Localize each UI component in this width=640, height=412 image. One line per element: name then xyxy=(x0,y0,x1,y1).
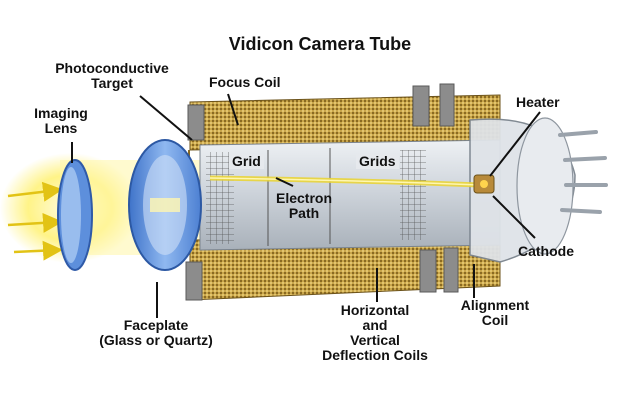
label-heater: Heater xyxy=(516,94,560,110)
faceplate xyxy=(128,139,202,271)
cathode-assembly xyxy=(473,174,495,194)
label-electron-path: Electron Path xyxy=(275,190,332,221)
label-alignment-coil: Alignment Coil xyxy=(460,297,530,328)
tube-body xyxy=(188,94,576,301)
label-faceplate: Faceplate (Glass or Quartz) xyxy=(99,317,213,348)
label-photoconductive-target: Photoconductive Target xyxy=(38,61,186,91)
imaging-lens xyxy=(57,159,93,271)
electron-path xyxy=(209,175,481,188)
label-text: Photoconductive Target xyxy=(55,60,169,91)
coil-brackets xyxy=(185,83,459,301)
label-grids: Grids xyxy=(356,154,399,169)
leader-lines xyxy=(71,93,541,318)
diagram-title: Vidicon Camera Tube xyxy=(228,34,412,54)
label-cathode: Cathode xyxy=(518,243,574,259)
light-arrows xyxy=(7,181,63,261)
label-imaging-lens: Imaging Lens xyxy=(34,105,88,136)
label-focus-coil: Focus Coil xyxy=(209,74,281,90)
label-grid: Grid xyxy=(229,154,264,169)
label-deflection-coils: Horizontal and Vertical Deflection Coils xyxy=(322,302,428,363)
tube-pins xyxy=(558,130,608,214)
